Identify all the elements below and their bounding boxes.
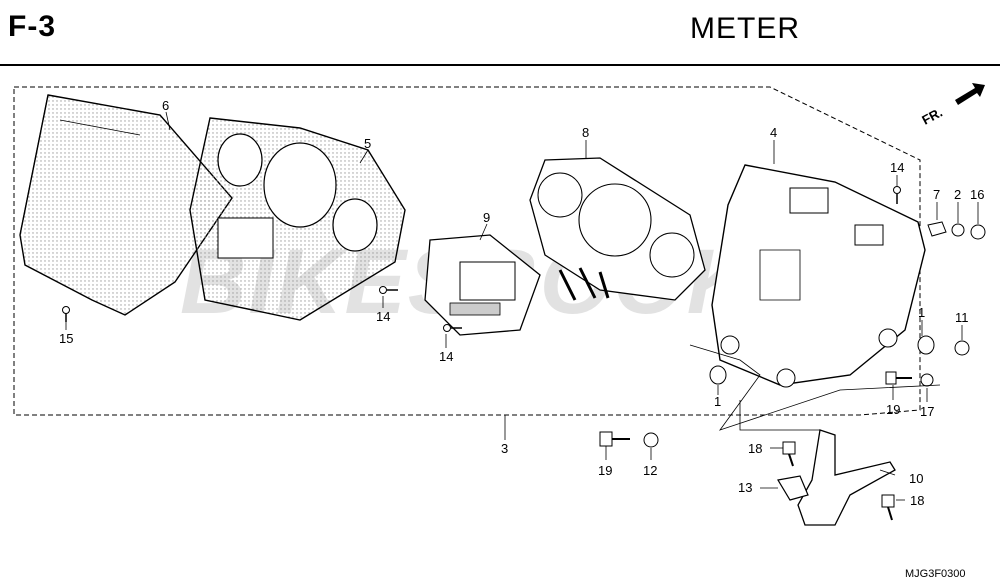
callout-5: 5 [364, 136, 371, 151]
callout-14: 14 [376, 309, 390, 324]
washer-icon [970, 224, 986, 240]
callout-11: 11 [955, 310, 969, 325]
callout-14: 14 [890, 160, 904, 175]
fasteners [62, 186, 986, 521]
callout-10: 10 [909, 471, 923, 486]
callout-4: 4 [770, 125, 777, 140]
nut-icon [927, 221, 947, 237]
washer-icon [920, 373, 934, 387]
callout-17: 17 [920, 404, 934, 419]
callout-19: 19 [598, 463, 612, 478]
washer-icon [951, 223, 965, 237]
assembly-outline [13, 86, 921, 416]
grommet-icon [709, 365, 727, 385]
bolt-icon [599, 431, 630, 447]
screw-icon [443, 324, 462, 332]
callout-18: 18 [748, 441, 762, 456]
callout-3: 3 [501, 441, 508, 456]
callout-8: 8 [582, 125, 589, 140]
meter-visor-part [19, 94, 233, 316]
callout-1: 1 [918, 305, 925, 320]
callout-18: 18 [910, 493, 924, 508]
callout-9: 9 [483, 210, 490, 225]
callout-19: 19 [886, 402, 900, 417]
bolt-icon [881, 494, 895, 521]
nut-icon [954, 340, 970, 356]
screw-icon [62, 306, 70, 322]
meter-panel-part [189, 117, 406, 321]
parts-diagram: FR. 6 5 8 4 9 14 7 2 16 1 11 19 17 1 14 … [13, 83, 986, 526]
leader-lines [65, 111, 979, 501]
section-title: METER [690, 12, 800, 45]
clamp-part [777, 475, 809, 501]
callout-1: 1 [714, 394, 721, 409]
header-divider [0, 64, 1000, 66]
callout-13: 13 [738, 480, 752, 495]
screw-icon [893, 186, 901, 204]
callout-14: 14 [439, 349, 453, 364]
bolt-icon [782, 441, 796, 467]
display-module-part [424, 234, 541, 336]
gauge-cluster-part [529, 157, 706, 301]
direction-label: FR. [919, 105, 945, 128]
screw-icon [379, 286, 398, 294]
section-code: F-3 [8, 10, 56, 43]
callout-16: 16 [970, 187, 984, 202]
front-direction-icon: FR. [919, 83, 985, 128]
callout-12: 12 [643, 463, 657, 478]
page-header: F-3 METER [0, 0, 1000, 66]
meter-case-part [711, 164, 926, 388]
grommet-icon [917, 335, 935, 355]
callout-6: 6 [162, 98, 169, 113]
bracket-part [797, 429, 896, 526]
callout-labels: 6 5 8 4 9 14 7 2 16 1 11 19 17 1 14 14 1… [59, 98, 984, 508]
washer-icon [643, 432, 659, 448]
callout-15: 15 [59, 331, 73, 346]
diagram-code: MJG3F0300 [905, 568, 966, 580]
callout-2: 2 [954, 187, 961, 202]
bolt-icon [885, 371, 912, 385]
callout-7: 7 [933, 187, 940, 202]
